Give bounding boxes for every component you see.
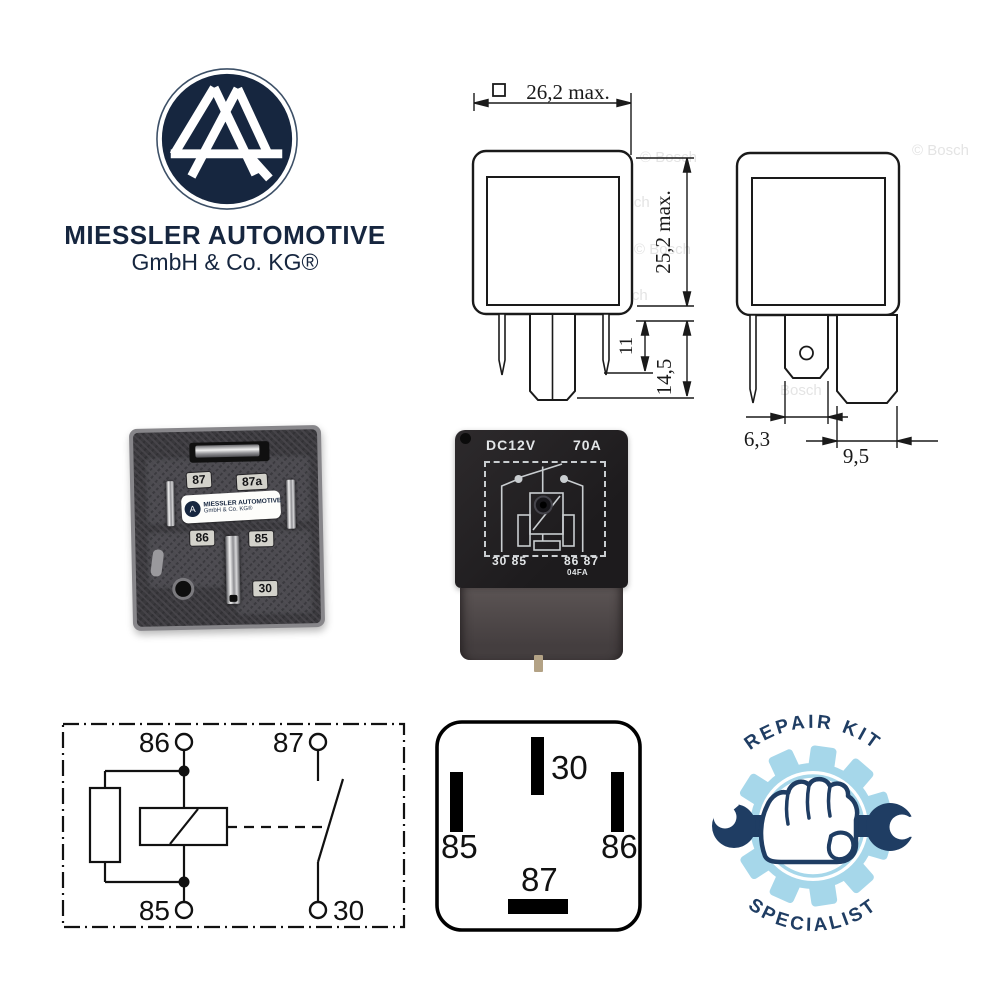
side-pin-thin: [749, 314, 757, 404]
front-pin-right: [602, 313, 610, 376]
dim-pins: [577, 320, 694, 399]
relay-bottom-pin: [534, 655, 543, 672]
dim-pin-small: [746, 381, 848, 424]
fist-icon: [758, 776, 860, 865]
svg-text:Bosch: Bosch: [780, 382, 822, 399]
relay-bottom-photo: 87 87a 86 85 30 A MIESSLER AUTOMOTIVE Gm…: [128, 425, 326, 631]
pin-85: [450, 772, 463, 832]
schematic-border: [61, 722, 406, 929]
relay-pin-87-metal: [195, 444, 260, 458]
dim-pin-wide-label: 9,5: [843, 444, 869, 468]
dim-width-label: 26,2 max.: [526, 80, 609, 104]
dimension-drawing: © Bosch Bosch © Bosch Bosch Bosch © Bosc…: [471, 80, 969, 468]
circuit-dashed-border: [484, 461, 606, 557]
sticker-logo-icon: A: [184, 500, 202, 518]
pin-layout-label-85: 85: [441, 828, 478, 865]
dim-height-label: 25,2 max.: [651, 190, 675, 273]
terminal-85: [174, 900, 194, 920]
side-pin-wide: [836, 314, 898, 404]
circuit-schematic: 86 87 85 30: [61, 722, 406, 929]
relay-front-face: [460, 588, 623, 660]
relay-top-photo: DC12V 70A 30 85 86 87 04FA: [455, 430, 630, 672]
pin-86: [611, 772, 624, 832]
thumb: [826, 830, 856, 862]
brand-logo-icon: [156, 68, 298, 210]
brand-name: MIESSLER AUTOMOTIVE: [64, 220, 386, 250]
relay-bottom-label-87a: 87a: [236, 473, 268, 491]
pin-30: [531, 737, 544, 795]
relay-voltage: DC12V: [486, 437, 537, 453]
dim-pin-small-label: 6,3: [744, 427, 770, 451]
square-symbol-icon: [492, 83, 506, 97]
dim-pin-long-label: 14,5: [652, 359, 676, 396]
terminal-30: [308, 900, 328, 920]
pin-layout-diagram: 30 85 86 87: [435, 720, 642, 932]
resistor-symbol: [88, 786, 122, 864]
side-view: [735, 151, 901, 404]
relay-terminals-right: 86 87: [564, 554, 600, 568]
brand-legal: GmbH & Co. KG®: [131, 249, 319, 275]
relay-code: 04FA: [567, 568, 589, 577]
relay-bottom-label-30: 30: [253, 580, 278, 597]
switch-blade: [316, 778, 345, 863]
relay-terminals-left: 30 85: [492, 554, 528, 568]
schematic-label-86: 86: [139, 727, 170, 758]
ma-monogram-icon: [169, 85, 283, 182]
dim-pin-short-label: 11: [616, 337, 637, 355]
schematic-label-85: 85: [139, 895, 170, 926]
relay-current: 70A: [573, 437, 602, 453]
pin-layout-outline: [435, 720, 642, 932]
relay-pin-86-metal: [166, 481, 175, 527]
relay-bottom-body: 87 87a 86 85 30 A MIESSLER AUTOMOTIVE Gm…: [132, 429, 322, 627]
pin-hole-icon: [799, 345, 814, 361]
brand-logo-block: MIESSLER AUTOMOTIVE GmbH & Co. KG®: [60, 55, 390, 295]
dim-pin-wide: [806, 406, 938, 448]
terminal-87: [308, 732, 328, 752]
relay-pin-85-metal: [286, 479, 297, 529]
svg-text:© Bosch: © Bosch: [912, 142, 969, 159]
printed-circuit-diagram: [500, 463, 584, 552]
pin-layout-label-87: 87: [521, 861, 558, 898]
pin-87: [508, 899, 568, 914]
brand-sticker: A MIESSLER AUTOMOTIVE GmbH & Co. KG®: [180, 490, 281, 524]
relay-pin-30-metal: [225, 535, 241, 605]
repair-kit-badge: REPAIR KIT SPECIALIST: [700, 712, 937, 936]
relay-bottom-label-85: 85: [249, 531, 274, 547]
corner-notch-icon: [460, 433, 471, 444]
schematic-label-30: 30: [333, 895, 364, 926]
pin-layout-label-30: 30: [551, 749, 588, 786]
front-pin-left: [498, 313, 506, 376]
terminal-86: [174, 732, 194, 752]
relay-bottom-label-86: 86: [190, 530, 215, 546]
schematic-label-87: 87: [273, 727, 304, 758]
logo-ring: [156, 68, 298, 210]
pin-layout-label-86: 86: [601, 828, 638, 865]
front-view: [471, 149, 634, 401]
relay-bottom-label-87: 87: [186, 471, 212, 489]
svg-text:© Bosch: © Bosch: [634, 241, 691, 258]
dim-width: [473, 83, 632, 155]
dim-height: [636, 157, 694, 307]
